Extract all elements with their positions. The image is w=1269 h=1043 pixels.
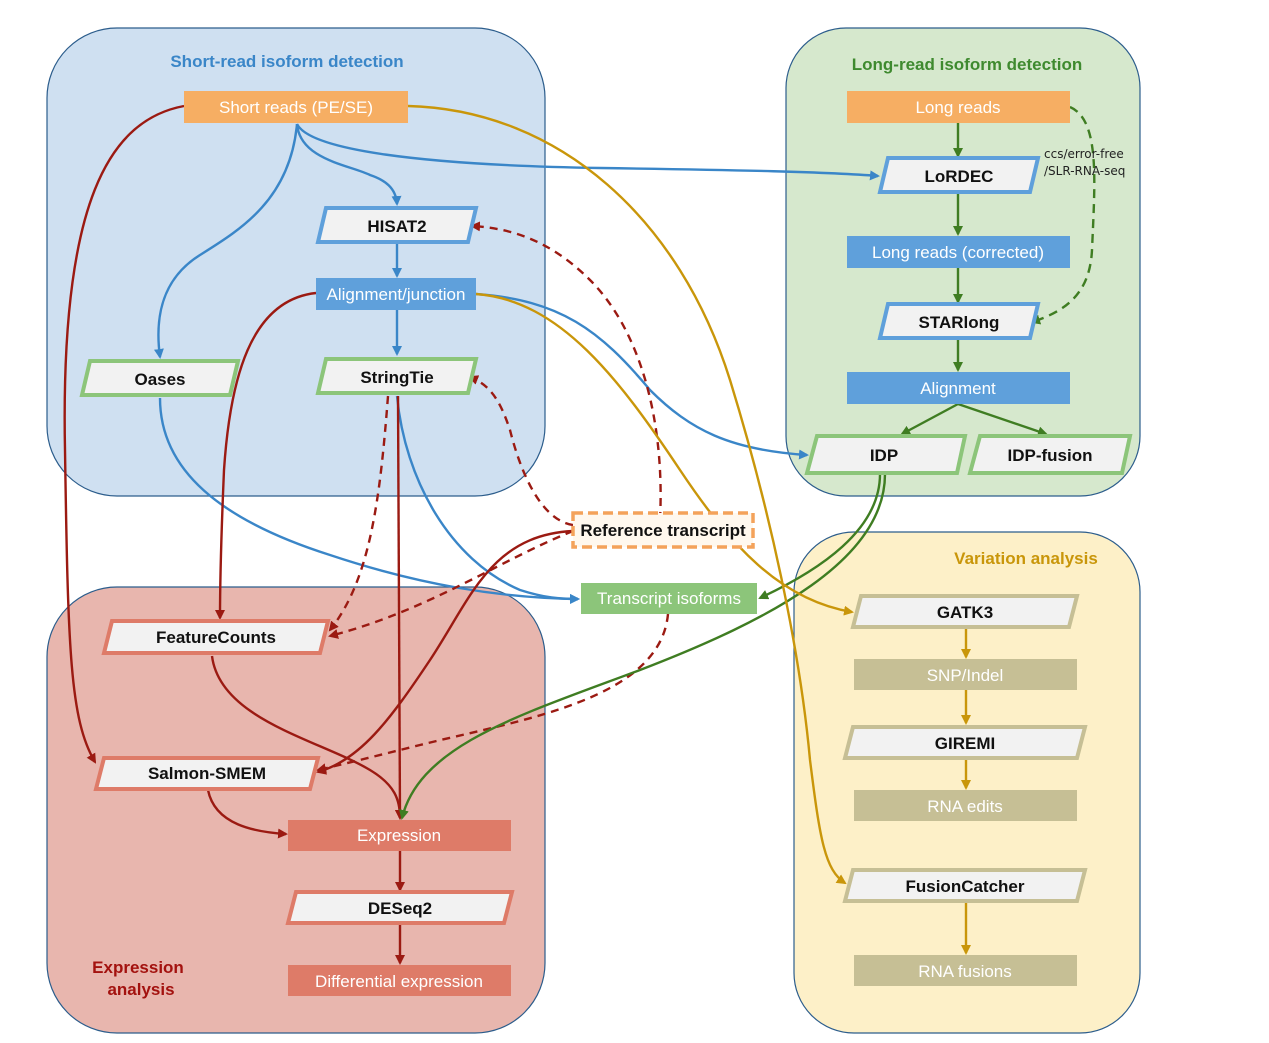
edge-stringtie-transcripts — [395, 395, 580, 604]
ccs-note-line2: /SLR-RNA-seq — [1044, 164, 1125, 178]
node-rna-fusions: RNA fusions — [854, 955, 1077, 986]
short-read-title: Short-read isoform detection — [170, 52, 403, 71]
short-reads-label: Short reads (PE/SE) — [219, 98, 373, 117]
node-hisat2: HISAT2 — [315, 206, 479, 244]
blue-edges — [153, 123, 880, 604]
giremi-label: GIREMI — [935, 734, 995, 753]
node-featurecounts: FeatureCounts — [101, 619, 331, 655]
node-differential-expression: Differential expression — [288, 965, 511, 996]
edge-shortreads-oases — [153, 123, 299, 359]
node-deseq2: DESeq2 — [285, 890, 515, 925]
edge-salmon-expression — [206, 789, 288, 839]
node-starlong: STARlong — [877, 302, 1041, 340]
transcript-isoforms-label: Transcript isoforms — [597, 589, 741, 608]
edge-shortreads-hisat2 — [295, 123, 402, 206]
edge-alignment-idp — [900, 402, 959, 436]
alignment-label: Alignment — [920, 379, 996, 398]
gold-edges — [407, 104, 971, 955]
expression-title-line2: analysis — [107, 980, 174, 999]
oases-label: Oases — [134, 370, 185, 389]
featurecounts-label: FeatureCounts — [156, 628, 276, 647]
node-idp-fusion: IDP-fusion — [967, 434, 1133, 475]
node-alignment: Alignment — [847, 372, 1070, 404]
edge-shortreads-fusioncatcher — [407, 104, 847, 885]
node-short-reads: Short reads (PE/SE) — [184, 91, 408, 123]
red-dashed-edges — [316, 221, 670, 774]
hisat2-label: HISAT2 — [367, 217, 426, 236]
ccs-note-line1: ccs/error-free — [1044, 147, 1124, 161]
edge-alignment-featurecounts — [215, 291, 317, 620]
edge-stringtie-expression — [394, 395, 405, 820]
reference-transcript-label: Reference transcript — [580, 521, 746, 540]
node-gatk3: GATK3 — [850, 594, 1080, 629]
edge-alignment-idpfusion — [957, 402, 1048, 437]
edge-idp-transcripts — [758, 473, 882, 600]
starlong-label: STARlong — [919, 313, 1000, 332]
edge-alignment-idp — [475, 292, 809, 460]
node-idp: IDP — [804, 434, 968, 475]
edge-shortreads-lordec — [295, 123, 880, 181]
salmon-smem-label: Salmon-SMEM — [148, 764, 266, 783]
edge-featurecounts-expression — [210, 655, 405, 820]
node-giremi: GIREMI — [842, 725, 1088, 760]
node-stringtie: StringTie — [315, 357, 479, 395]
green-edges — [399, 123, 1048, 820]
rna-edits-label: RNA edits — [927, 797, 1003, 816]
idp-label: IDP — [870, 446, 898, 465]
differential-expression-label: Differential expression — [315, 972, 483, 991]
edge-transcripts-salmon — [316, 613, 670, 774]
node-long-reads: Long reads — [847, 91, 1070, 123]
long-read-title: Long-read isoform detection — [852, 55, 1082, 74]
edge-longreads-starlong-dashed — [1030, 105, 1096, 325]
node-fusioncatcher: FusionCatcher — [842, 868, 1088, 903]
edge-alignment-gatk3 — [475, 292, 854, 616]
fusioncatcher-label: FusionCatcher — [905, 877, 1024, 896]
node-oases: Oases — [79, 359, 241, 397]
expression-label: Expression — [357, 826, 441, 845]
node-salmon-smem: Salmon-SMEM — [93, 756, 321, 791]
node-snp-indel: SNP/Indel — [854, 659, 1077, 690]
node-reference-transcript: Reference transcript — [571, 511, 755, 549]
node-long-reads-corrected: Long reads (corrected) — [847, 236, 1070, 268]
variation-title: Variation analysis — [954, 549, 1098, 568]
long-reads-label: Long reads — [915, 98, 1000, 117]
node-transcript-isoforms: Transcript isoforms — [581, 583, 757, 614]
expression-title-line1: Expression — [92, 958, 184, 977]
snp-indel-label: SNP/Indel — [927, 666, 1004, 685]
edge-shortreads-salmon — [63, 104, 185, 764]
red-edges — [63, 104, 574, 965]
gatk3-label: GATK3 — [937, 603, 993, 622]
deseq2-label: DESeq2 — [368, 899, 432, 918]
node-expression: Expression — [288, 820, 511, 851]
lordec-label: LoRDEC — [925, 167, 994, 186]
edge-ref-stringtie — [468, 375, 574, 527]
edge-idp-expression — [399, 473, 887, 820]
node-alignment-junction: Alignment/junction — [316, 278, 476, 310]
stringtie-label: StringTie — [360, 368, 433, 387]
alignment-junction-label: Alignment/junction — [327, 285, 466, 304]
edge-reftranscript-salmon — [316, 529, 574, 775]
rna-fusions-label: RNA fusions — [918, 962, 1012, 981]
edge-ref-hisat2 — [470, 221, 662, 521]
node-lordec: LoRDEC — [877, 156, 1041, 194]
node-rna-edits: RNA edits — [854, 790, 1077, 821]
long-reads-corrected-label: Long reads (corrected) — [872, 243, 1044, 262]
edge-ref-featurecounts — [328, 529, 574, 639]
idp-fusion-label: IDP-fusion — [1008, 446, 1093, 465]
edge-oases-transcripts — [158, 397, 580, 604]
